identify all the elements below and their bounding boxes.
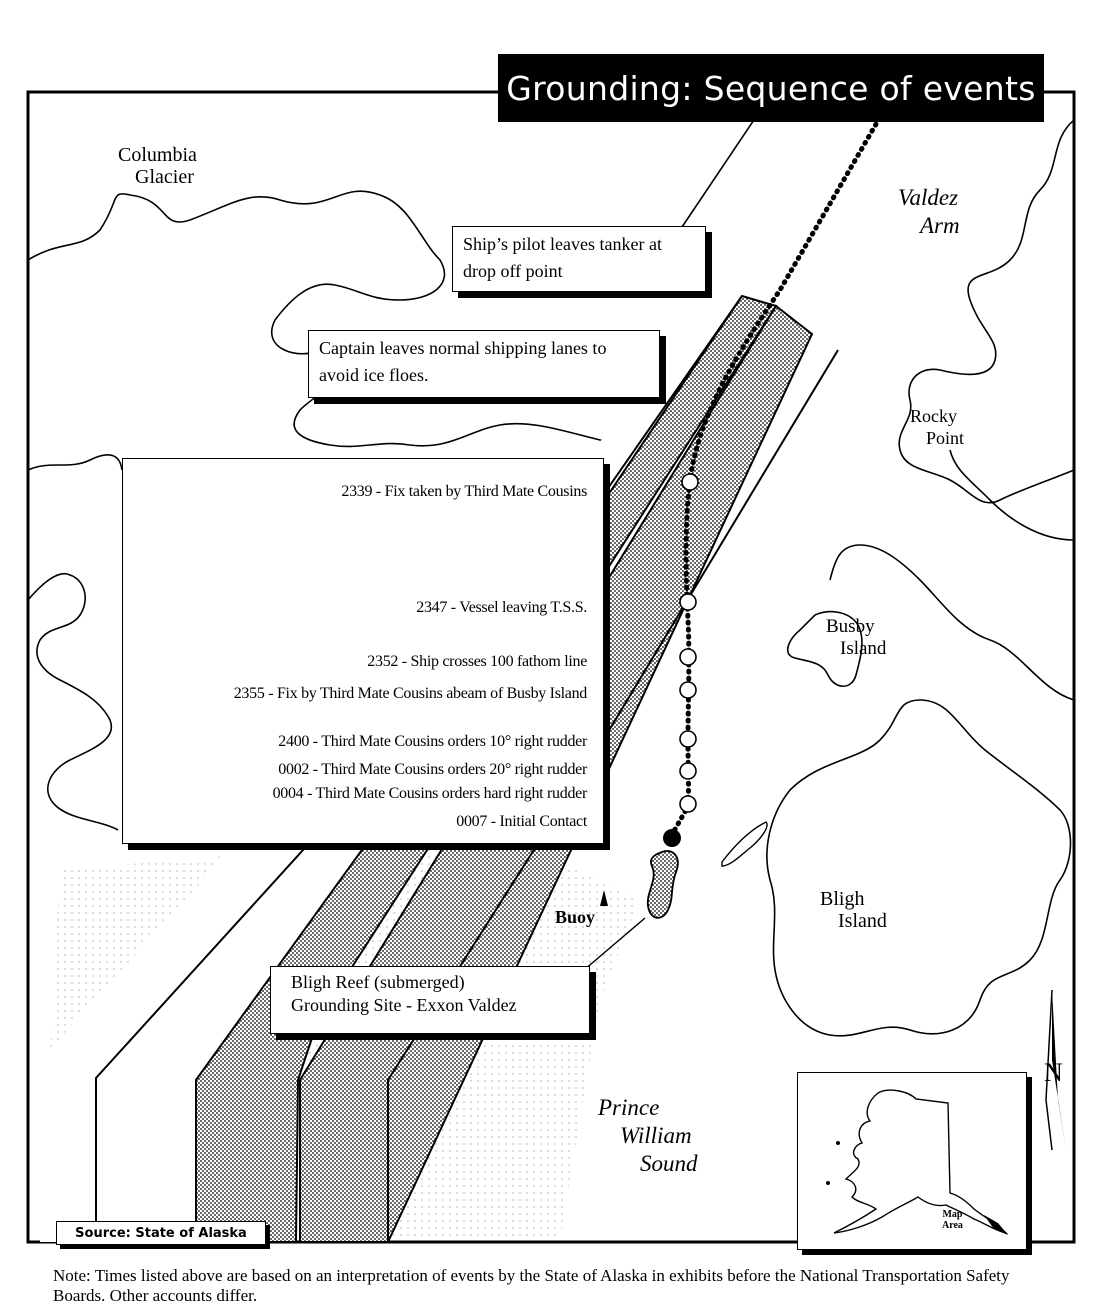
track-fix-point — [679, 795, 697, 813]
label-rocky: Rocky — [910, 406, 957, 426]
label-island-bligh: Island — [838, 910, 887, 932]
bligh-reef-shape — [646, 850, 679, 919]
inset-map-area-label: Map Area — [942, 1209, 963, 1231]
label-bligh-island: Bligh Island — [820, 888, 887, 932]
footnote: Note: Times listed above are based on an… — [53, 1266, 1010, 1305]
coastline-northwest — [28, 190, 651, 448]
event-2339: 2339 - Fix taken by Third Mate Cousins — [341, 483, 587, 500]
reef-callout-line-2: Grounding Site - Exxon Valdez — [291, 995, 517, 1015]
label-william: William — [620, 1123, 692, 1148]
label-prince: Prince — [598, 1095, 660, 1120]
label-busby-island: Busby Island — [826, 616, 886, 660]
event-0002: 0002 - Third Mate Cousins orders 20° rig… — [278, 761, 587, 778]
track-fix-point — [679, 593, 697, 611]
coastline-southeast — [829, 544, 1074, 701]
event-2355: 2355 - Fix by Third Mate Cousins abeam o… — [233, 685, 588, 702]
busby-island-shape — [786, 610, 863, 688]
label-glacier: Glacier — [135, 166, 194, 188]
initial-contact-point — [663, 829, 681, 847]
inset-label-area: Area — [942, 1220, 963, 1231]
event-timeline-box: 2339 - Fix taken by Third Mate Cousins 2… — [122, 458, 604, 844]
map-title: Grounding: Sequence of events — [498, 54, 1044, 122]
label-buoy: Buoy — [555, 907, 596, 927]
lane-boundary-east — [387, 349, 839, 1242]
event-2347: 2347 - Vessel leaving T.S.S. — [416, 599, 587, 616]
alaska-inset-map: Map Area — [797, 1072, 1027, 1250]
inset-label-map: Map — [942, 1209, 963, 1220]
small-island-shape — [721, 821, 768, 867]
track-fix-point — [681, 473, 699, 491]
label-rocky-point: Rocky Point — [910, 405, 964, 449]
source-credit: Source: State of Alaska — [56, 1221, 266, 1245]
label-columbia-glacier: Columbia Glacier — [118, 144, 197, 188]
coastline-west — [28, 454, 123, 831]
reef-callout-line-1: Bligh Reef (submerged) — [291, 972, 465, 992]
pilot-callout: Ship’s pilot leaves tanker at drop off p… — [452, 226, 706, 292]
track-fix-point — [679, 648, 697, 666]
label-prince-william-sound: Prince William Sound — [598, 1094, 698, 1178]
label-island-busby: Island — [840, 638, 887, 659]
buoy-marker — [600, 890, 608, 906]
north-label: N — [1044, 1058, 1063, 1087]
track-fix-point — [679, 762, 697, 780]
north-arrow — [1052, 990, 1066, 1150]
label-arm: Arm — [920, 213, 960, 238]
label-sound: Sound — [640, 1151, 698, 1176]
bligh-island-shape — [766, 699, 1072, 1037]
track-fix-point — [679, 730, 697, 748]
event-2400: 2400 - Third Mate Cousins orders 10° rig… — [278, 733, 587, 750]
track-fix-point — [679, 681, 697, 699]
north-arrow-outline — [1045, 989, 1053, 1151]
rocky-point-coast — [949, 449, 1074, 541]
label-valdez-arm: Valdez Arm — [898, 184, 960, 240]
reef-leader-line — [583, 917, 646, 971]
alaska-inset-outline — [826, 1089, 1009, 1235]
coastline-east — [898, 119, 1074, 504]
pilot-callout-text: Ship’s pilot leaves tanker at drop off p… — [463, 234, 662, 281]
event-2352: 2352 - Ship crosses 100 fathom line — [367, 653, 587, 670]
reef-callout: Bligh Reef (submerged) Grounding Site - … — [270, 966, 590, 1034]
captain-callout-text: Captain leaves normal shipping lanes to … — [319, 338, 607, 385]
label-point: Point — [926, 428, 965, 448]
event-0007: 0007 - Initial Contact — [456, 813, 587, 830]
label-valdez: Valdez — [898, 185, 959, 210]
captain-callout: Captain leaves normal shipping lanes to … — [308, 330, 660, 398]
label-bligh: Bligh — [820, 888, 865, 910]
label-columbia: Columbia — [118, 144, 197, 166]
event-0004: 0004 - Third Mate Cousins orders hard ri… — [272, 785, 588, 802]
label-busby: Busby — [826, 616, 875, 637]
